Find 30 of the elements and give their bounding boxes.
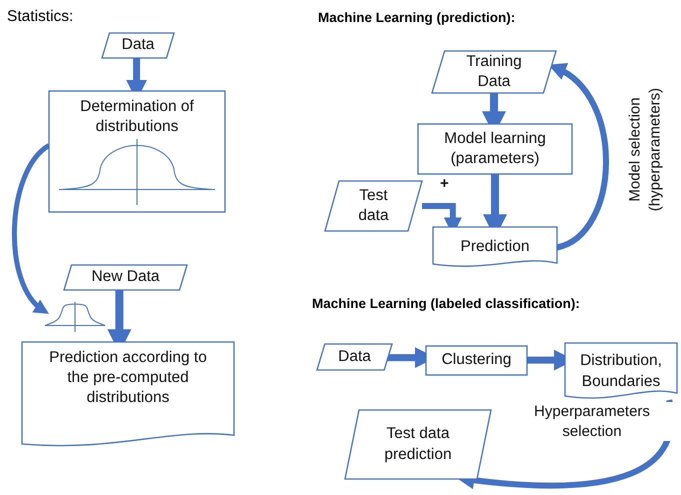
process-box xyxy=(426,346,527,375)
node-label: Determination of distributions xyxy=(79,97,195,138)
node-label: Prediction according to the pre-computed distributions xyxy=(48,348,208,408)
data-parallelogram xyxy=(317,344,392,370)
node-label: Training Data xyxy=(465,52,523,92)
data-parallelogram xyxy=(102,33,174,58)
curved-arrow xyxy=(12,144,51,315)
node-label: Clustering xyxy=(442,350,512,370)
node-label: Data xyxy=(122,35,154,56)
section-heading: Statistics: xyxy=(7,8,74,26)
data-parallelogram xyxy=(64,265,187,290)
document-shape xyxy=(565,343,677,400)
node-label: Prediction xyxy=(460,237,530,258)
document-shape xyxy=(433,227,557,268)
process-box xyxy=(49,91,225,212)
node-label: Test data prediction xyxy=(383,424,453,464)
edge-label: + xyxy=(440,174,449,194)
section-heading: Machine Learning (prediction): xyxy=(318,10,516,25)
bell-curve-drawing xyxy=(43,300,107,334)
node-label: Test data xyxy=(357,186,390,226)
node-label: Distribution, Boundaries xyxy=(579,351,663,392)
section-heading: Machine Learning (labeled classification): xyxy=(312,296,580,311)
process-box xyxy=(418,124,572,174)
node-label: Data xyxy=(338,346,371,367)
data-parallelogram xyxy=(345,410,491,479)
node-label: New Data xyxy=(91,267,160,288)
data-parallelogram xyxy=(325,181,422,231)
document-shape xyxy=(22,342,234,448)
data-parallelogram xyxy=(432,51,556,93)
node-label: Model learning (parameters) xyxy=(443,128,547,169)
